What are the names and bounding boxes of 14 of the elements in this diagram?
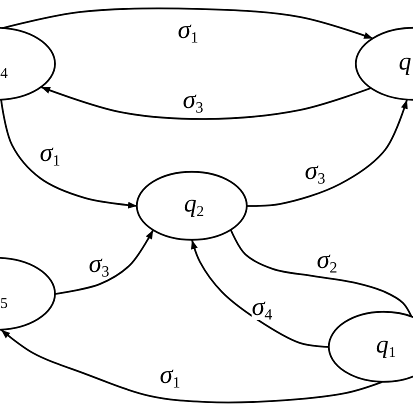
state-label: 5 (0, 294, 8, 308)
state-ellipse (135, 170, 249, 242)
transition-arrow (40, 86, 372, 120)
transition-arrow (2, 8, 374, 40)
transition-arrow (247, 99, 408, 207)
transition-arrow (54, 230, 154, 295)
state-label: q$_{1}$ (376, 332, 396, 358)
transition-arrow (191, 240, 330, 348)
transition-line (230, 230, 412, 318)
state-label: 4 (0, 64, 8, 78)
transition-arrow (0, 329, 382, 404)
state-label: q$_{2}$ (184, 191, 204, 216)
state-label: q (398, 49, 412, 74)
transition-arrow (0, 100, 138, 209)
